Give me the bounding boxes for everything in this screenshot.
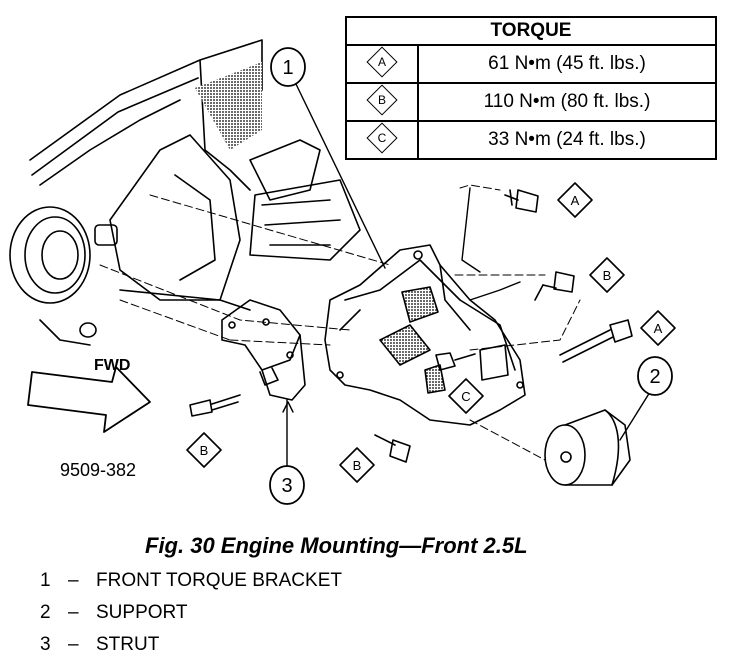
legend-item: 3–STRUT xyxy=(40,634,160,655)
callout-2-circle xyxy=(637,356,673,396)
torque-table: TORQUE A 61 N•m (45 ft. lbs.) B 110 N•m … xyxy=(345,16,717,160)
figure-number: 9509-382 xyxy=(60,460,137,480)
bolt-b-left xyxy=(189,394,241,417)
fwd-label: FWD xyxy=(94,357,131,374)
legend-label: SUPPORT xyxy=(96,602,188,623)
legend-number: 2 xyxy=(40,602,51,623)
diamond-b-marker xyxy=(339,447,375,483)
torque-key-cell: C xyxy=(345,120,419,160)
legend-number: 1 xyxy=(40,570,51,591)
torque-row: B 110 N•m (80 ft. lbs.) xyxy=(345,82,717,122)
callouts xyxy=(269,47,673,505)
torque-value: 110 N•m (80 ft. lbs.) xyxy=(417,82,717,122)
bolt-a-long xyxy=(559,319,633,363)
torque-key-label: C xyxy=(461,389,470,404)
torque-key-cell: A xyxy=(345,44,419,84)
bolt-a-upper xyxy=(504,189,539,213)
diamond-a-marker xyxy=(640,310,676,346)
bolt-b-upper xyxy=(534,271,575,301)
legend-item: 1–FRONT TORQUE BRACKET xyxy=(40,570,342,591)
engine-block xyxy=(9,39,361,346)
diamond-c-marker xyxy=(448,378,484,414)
torque-value: 61 N•m (45 ft. lbs.) xyxy=(417,44,717,84)
legend-label: STRUT xyxy=(96,634,160,655)
torque-key-label: A xyxy=(571,193,580,208)
torque-key-markers xyxy=(186,182,676,483)
legend-label: FRONT TORQUE BRACKET xyxy=(96,570,342,591)
strut xyxy=(221,299,306,401)
legend-item: 2–SUPPORT xyxy=(40,602,188,623)
diamond-b-marker xyxy=(589,257,625,293)
torque-table-header-row: TORQUE xyxy=(345,16,717,46)
support-insulator xyxy=(544,409,631,486)
bolts xyxy=(189,189,633,463)
legend-number: 3 xyxy=(40,634,51,655)
figure-caption: Fig. 30 Engine Mounting—Front 2.5L xyxy=(145,533,528,558)
diamond-b-marker xyxy=(186,432,222,468)
callout-1-label: 1 xyxy=(282,57,293,79)
callout-3-label: 3 xyxy=(281,475,292,497)
torque-key-label: B xyxy=(353,458,362,473)
torque-row: C 33 N•m (24 ft. lbs.) xyxy=(345,120,717,160)
leader-lines xyxy=(282,81,651,471)
fwd-arrow xyxy=(27,366,151,433)
torque-row: A 61 N•m (45 ft. lbs.) xyxy=(345,44,717,84)
engine-mount-drawing: A B A C B B 1 2 3 xyxy=(9,39,676,505)
diamond-a-marker xyxy=(557,182,593,218)
front-torque-bracket xyxy=(324,244,526,426)
torque-key-cell: B xyxy=(345,82,419,122)
alignment-lines xyxy=(99,184,581,461)
torque-key-label: B xyxy=(603,268,612,283)
torque-value: 33 N•m (24 ft. lbs.) xyxy=(417,120,717,160)
callout-2-label: 2 xyxy=(649,366,660,388)
callout-1-circle xyxy=(270,47,306,87)
callout-3-circle xyxy=(269,465,305,505)
torque-key-label: B xyxy=(200,443,209,458)
torque-table-header: TORQUE xyxy=(345,16,717,46)
torque-key-label: A xyxy=(654,321,663,336)
bolt-b-lower xyxy=(374,434,411,463)
bolt-c xyxy=(435,352,476,371)
